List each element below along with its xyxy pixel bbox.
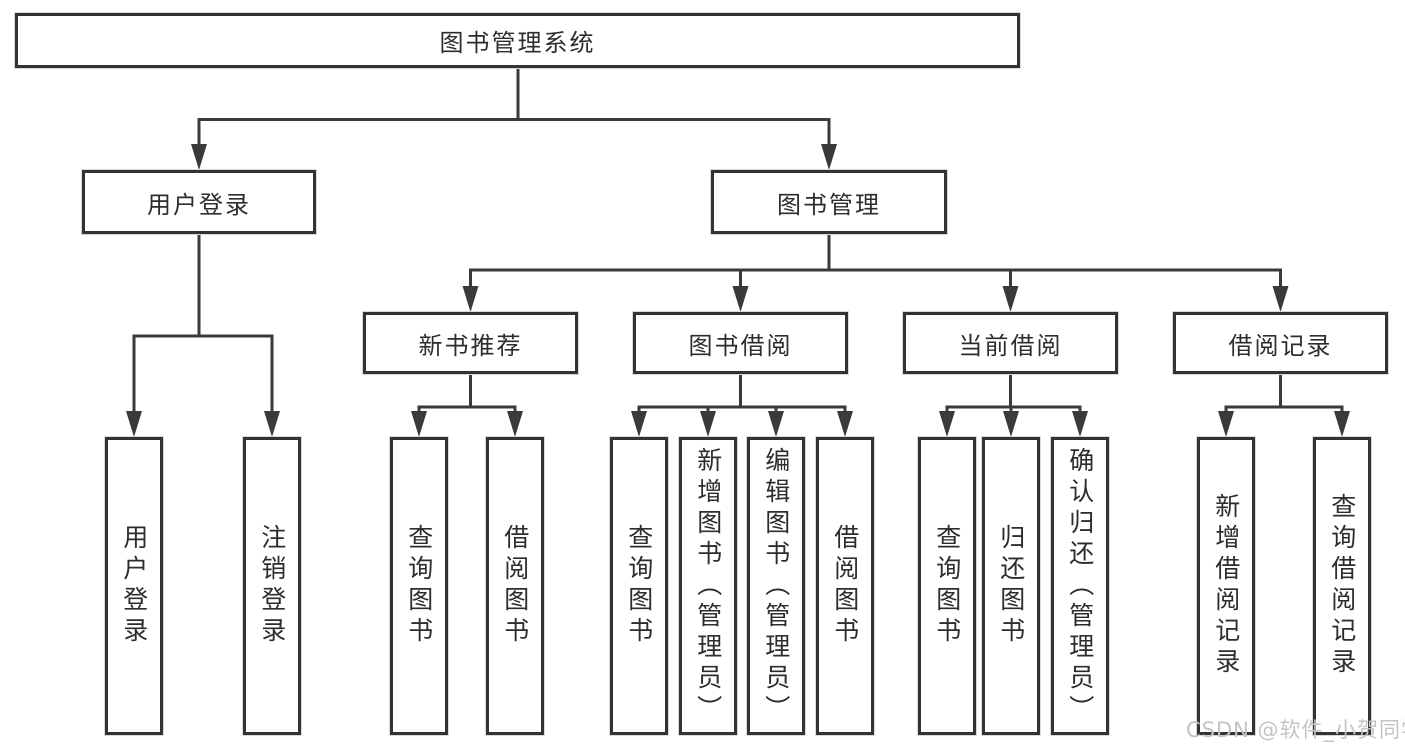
leaf-newbooks-query-books: 查询图书 <box>390 437 448 735</box>
leaf-current-return-books-label: 归还图书 <box>996 524 1026 648</box>
node-book-management: 图书管理 <box>711 170 947 234</box>
leaf-borrow-add-books-admin: 新增图书（管理员） <box>679 437 737 735</box>
node-new-book-recommend: 新书推荐 <box>363 312 578 374</box>
leaf-user-login: 用户登录 <box>105 437 163 735</box>
leaf-records-query-record-label: 查询借阅记录 <box>1327 493 1357 679</box>
leaf-borrow-add-books-admin-label: 新增图书（管理员） <box>693 446 723 726</box>
node-book-borrow-label: 图书借阅 <box>688 331 793 360</box>
leaf-current-query-books: 查询图书 <box>918 437 976 735</box>
leaf-newbooks-query-books-label: 查询图书 <box>404 524 434 648</box>
leaf-current-query-books-label: 查询图书 <box>932 524 962 648</box>
node-root: 图书管理系统 <box>15 13 1020 68</box>
leaf-newbooks-borrow-books: 借阅图书 <box>486 437 544 735</box>
leaf-borrow-edit-books-admin-label: 编辑图书（管理员） <box>761 446 791 726</box>
arrowheads <box>126 144 1350 437</box>
leaf-current-confirm-return-admin-label: 确认归还（管理员） <box>1065 446 1095 726</box>
leaf-current-confirm-return-admin: 确认归还（管理员） <box>1051 437 1109 735</box>
leaf-borrow-query-books-label: 查询图书 <box>624 524 654 648</box>
leaf-current-return-books: 归还图书 <box>982 437 1040 735</box>
leaf-borrow-borrow-books: 借阅图书 <box>816 437 874 735</box>
node-book-management-label: 图书管理 <box>777 190 881 219</box>
node-root-label: 图书管理系统 <box>439 29 596 57</box>
leaf-borrow-edit-books-admin: 编辑图书（管理员） <box>747 437 805 735</box>
node-current-borrow: 当前借阅 <box>903 312 1118 374</box>
watermark: CSDN @软件_小贺同学 <box>1186 718 1405 742</box>
leaf-records-add-record-label: 新增借阅记录 <box>1211 493 1241 679</box>
leaf-records-query-record: 查询借阅记录 <box>1313 437 1371 735</box>
leaf-newbooks-borrow-books-label: 借阅图书 <box>500 524 530 648</box>
leaf-user-login-label: 用户登录 <box>119 524 149 648</box>
node-user-login: 用户登录 <box>82 170 316 234</box>
leaf-logout: 注销登录 <box>243 437 301 735</box>
node-borrow-records-label: 借阅记录 <box>1228 331 1333 360</box>
node-current-borrow-label: 当前借阅 <box>958 331 1063 360</box>
node-user-login-label: 用户登录 <box>147 190 251 219</box>
leaf-logout-label: 注销登录 <box>257 524 287 648</box>
node-new-book-recommend-label: 新书推荐 <box>418 331 523 360</box>
node-book-borrow: 图书借阅 <box>633 312 848 374</box>
node-borrow-records: 借阅记录 <box>1173 312 1388 374</box>
leaf-records-add-record: 新增借阅记录 <box>1197 437 1255 735</box>
leaf-borrow-borrow-books-label: 借阅图书 <box>830 524 860 648</box>
leaf-borrow-query-books: 查询图书 <box>610 437 668 735</box>
